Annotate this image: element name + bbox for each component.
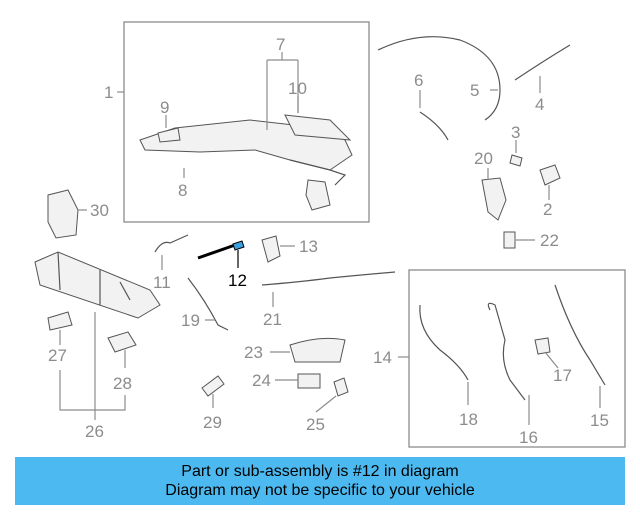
group-box-roof (123, 21, 370, 223)
deflector-frame-illustration (34, 251, 161, 353)
rear-box-illustrations (419, 284, 606, 401)
part-11-illustration (154, 234, 189, 253)
callout-7: 7 (276, 35, 285, 54)
callout-28: 28 (113, 374, 132, 393)
banner-line-2: Diagram may not be specific to your vehi… (165, 482, 475, 499)
callout-9: 9 (160, 98, 169, 117)
callout-2: 2 (543, 200, 552, 219)
callout-27: 27 (48, 346, 67, 365)
info-banner: Part or sub-assembly is #12 in diagram D… (15, 457, 625, 505)
part-19-illustration (187, 277, 229, 331)
part-23-illustration (289, 337, 346, 363)
callout-10: 10 (288, 79, 307, 98)
callout-labels: 1 2 3 4 5 6 7 8 9 10 11 12 13 14 15 16 1… (48, 35, 609, 447)
callout-16: 16 (519, 428, 538, 447)
callout-17: 17 (553, 366, 572, 385)
callout-5: 5 (470, 81, 479, 100)
callout-24: 24 (252, 371, 271, 390)
callout-25: 25 (306, 415, 325, 434)
callout-6: 6 (414, 71, 423, 90)
callout-14: 14 (373, 348, 392, 367)
callout-22: 22 (540, 231, 559, 250)
parts-diagram: 1 2 3 4 5 6 7 8 9 10 11 12 13 14 15 16 1… (34, 21, 626, 448)
part-30-illustration (47, 189, 79, 239)
callout-15: 15 (590, 411, 609, 430)
callout-30: 30 (90, 201, 109, 220)
callout-1: 1 (104, 83, 113, 102)
part-25-illustration (333, 377, 349, 397)
group-box-rear (408, 269, 626, 448)
callout-21: 21 (263, 310, 282, 329)
callout-29: 29 (203, 413, 222, 432)
roof-assembly-illustration (139, 114, 353, 211)
banner-line-1: Part or sub-assembly is #12 in diagram (181, 463, 459, 480)
part-29-illustration (201, 375, 225, 397)
callout-8: 8 (178, 181, 187, 200)
callout-11: 11 (153, 273, 171, 292)
leader-lines (59, 52, 601, 425)
callout-20: 20 (474, 149, 493, 168)
callout-4: 4 (535, 95, 544, 114)
part-12-illustration (197, 242, 239, 260)
part-12-clip (232, 240, 245, 251)
part-13-illustration (261, 235, 281, 263)
callout-12: 12 (228, 271, 247, 290)
callout-13: 13 (299, 237, 318, 256)
hardware-illustrations (481, 154, 561, 249)
callout-19: 19 (181, 311, 200, 330)
weatherstrip-illustrations (377, 36, 571, 141)
callout-18: 18 (459, 410, 478, 429)
part-21-illustration (261, 271, 396, 286)
callout-23: 23 (244, 343, 263, 362)
callout-3: 3 (511, 123, 520, 142)
part-24-illustration (297, 373, 321, 389)
callout-26: 26 (85, 422, 104, 441)
